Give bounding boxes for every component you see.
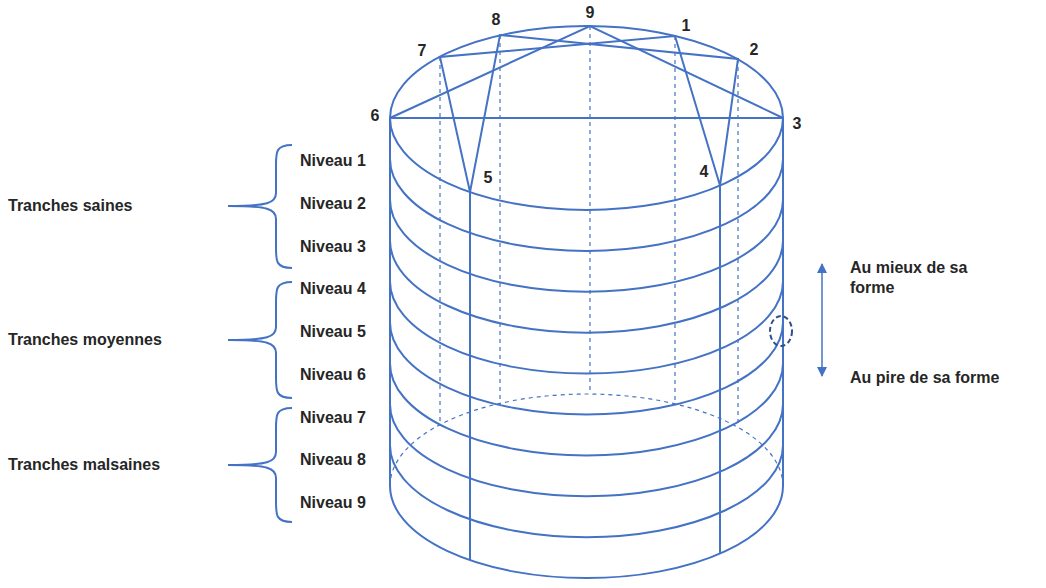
hidden-edge (439, 57, 440, 425)
group-brace (228, 282, 292, 398)
point-number: 4 (700, 162, 709, 182)
group-label: Tranches moyennes (8, 330, 162, 350)
level-band (390, 486, 783, 578)
level-label: Niveau 4 (300, 279, 366, 299)
top-ellipse (390, 26, 783, 210)
level-band (390, 404, 783, 496)
position-marker (770, 316, 792, 346)
point-number: 9 (586, 3, 595, 23)
level-label: Niveau 6 (300, 365, 366, 385)
hidden-edge (674, 36, 675, 404)
scale-arrow (821, 264, 823, 376)
enneagram-hexad (440, 35, 738, 192)
level-band (390, 363, 783, 455)
point-number: 2 (750, 40, 759, 60)
point-number: 6 (371, 106, 380, 126)
scale-label: Au mieux de sa forme (850, 258, 1000, 298)
point-number: 7 (418, 41, 427, 61)
level-label: Niveau 7 (300, 408, 366, 428)
level-label: Niveau 5 (300, 322, 366, 342)
level-label: Niveau 9 (300, 493, 366, 513)
point-number: 1 (682, 16, 691, 36)
group-brace (228, 145, 292, 268)
group-label: Tranches saines (8, 196, 133, 216)
level-band (390, 159, 783, 251)
cylinder-side (782, 118, 784, 486)
front-edge (469, 192, 471, 560)
scale-label: Au pire de sa forme (850, 368, 999, 388)
cylinder-side (389, 118, 391, 486)
enneagram-triangle (390, 26, 783, 118)
level-band (390, 282, 783, 374)
level-band (390, 323, 783, 415)
level-label: Niveau 2 (300, 194, 366, 214)
point-number: 8 (492, 10, 501, 30)
point-number: 5 (484, 168, 493, 188)
group-brace (228, 408, 292, 522)
hidden-edge (737, 59, 738, 427)
level-label: Niveau 3 (300, 237, 366, 257)
level-label: Niveau 8 (300, 450, 366, 470)
group-label: Tranches malsaines (8, 455, 160, 475)
level-band (390, 200, 783, 292)
hidden-edge (499, 35, 500, 403)
level-label: Niveau 1 (300, 151, 366, 171)
hidden-edge (390, 394, 783, 486)
point-number: 3 (793, 114, 802, 134)
front-edge (719, 186, 721, 554)
level-band (390, 241, 783, 333)
level-band (390, 445, 783, 537)
